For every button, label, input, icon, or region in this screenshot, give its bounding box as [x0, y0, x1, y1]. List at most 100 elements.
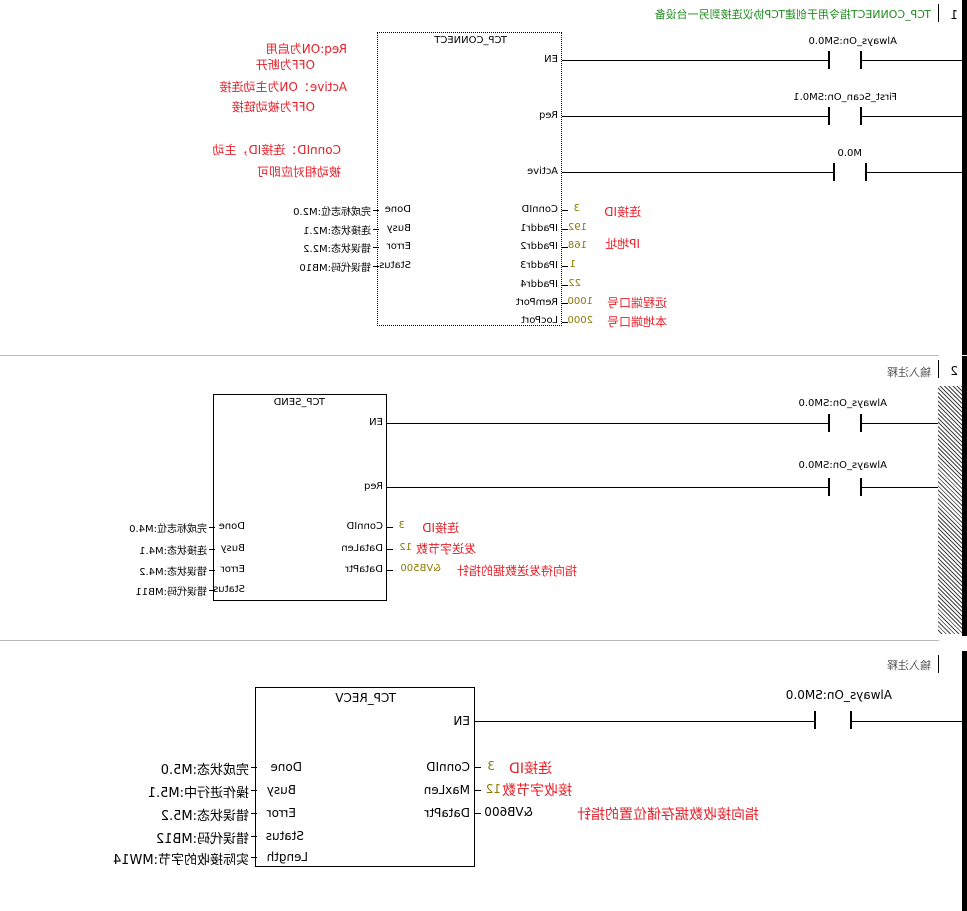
block-title: TCP_RECV	[335, 691, 396, 705]
output-value-status[interactable]: 错误代码:MB11	[135, 587, 207, 598]
pin-connid: ConnID	[521, 204, 558, 215]
pin-status: Status	[379, 260, 411, 271]
contact-label: Always_On:SM0.0	[785, 688, 892, 702]
annotation: 指向待发送数据的指针	[456, 564, 577, 578]
pin-stub	[251, 857, 257, 858]
pin-done: Done	[384, 204, 411, 215]
annotation: 连接ID	[422, 521, 459, 535]
pin-done: Done	[270, 760, 302, 774]
tcp-connect-block[interactable]: TCP_CONNECT EN Req Active ConnID IPaddr1…	[377, 32, 562, 326]
output-value-busy[interactable]: 操作进行中:M5.1	[147, 786, 249, 801]
pin-stub	[373, 247, 379, 248]
pin-dataptr: DataPtr	[345, 564, 383, 575]
pin-stub	[373, 210, 379, 211]
annotation: OFF为被动链接	[231, 100, 315, 114]
input-value-ipaddr4[interactable]: 22	[568, 278, 581, 289]
annotation: 接收字节数	[502, 783, 572, 799]
pin-status: Status	[213, 584, 245, 595]
output-value-status[interactable]: 错误代码:MB12	[155, 832, 249, 847]
output-value-done[interactable]: 完成状态:M5.0	[160, 763, 249, 778]
pin-stub	[209, 527, 215, 528]
input-value-maxlen[interactable]: 12	[485, 782, 501, 796]
contact-label: Always_On:SM0.0	[808, 36, 897, 47]
annotation: OFF为断开	[255, 58, 315, 72]
network-number-separator	[938, 4, 939, 22]
pin-done: Done	[218, 521, 245, 532]
input-value-dataptr[interactable]: &VB600	[484, 805, 533, 819]
pin-stub	[562, 210, 568, 211]
input-value-remport[interactable]: 1000	[567, 296, 593, 307]
pin-stub	[475, 767, 481, 768]
pin-status: Status	[265, 829, 304, 843]
pin-en: EN	[369, 417, 383, 428]
output-value-error[interactable]: 错误状态:M4.2	[139, 567, 207, 578]
annotation: Active：ON为主动连接	[219, 80, 347, 94]
pin-remport: RemPort	[515, 297, 558, 308]
pin-stub	[387, 549, 393, 550]
input-value-connid[interactable]: 3	[573, 203, 580, 214]
annotation: 远程端口号	[606, 296, 667, 310]
rung-wire	[862, 60, 962, 61]
pin-busy: Busy	[386, 223, 411, 234]
pin-stub	[562, 285, 568, 286]
output-value-busy[interactable]: 连接状态:M4.1	[139, 546, 207, 557]
rung-wire	[852, 721, 962, 722]
contact-no[interactable]	[833, 163, 867, 181]
contact-no[interactable]	[828, 107, 862, 125]
annotation: IP地址	[605, 237, 640, 251]
input-value-locport[interactable]: 2000	[567, 315, 593, 326]
power-rail	[962, 651, 967, 911]
contact-no[interactable]	[828, 414, 862, 432]
pin-ipaddr4: IPaddr4	[520, 279, 558, 290]
pin-ipaddr2: IPaddr2	[520, 241, 558, 252]
output-value-length[interactable]: 实际接收的字节:MW14	[113, 853, 249, 868]
input-value-connid[interactable]: 3	[487, 759, 495, 773]
power-rail	[962, 356, 967, 636]
pin-stub	[373, 229, 379, 230]
rung-wire	[862, 116, 962, 117]
output-value-error[interactable]: 错误状态:M5.2	[160, 809, 249, 824]
pin-stub	[209, 570, 215, 571]
rung-wire	[862, 423, 938, 424]
pin-datalen: DataLen	[341, 543, 383, 554]
pin-dataptr: DataPtr	[424, 806, 470, 820]
output-value-busy[interactable]: 连接状态:M2.1	[303, 226, 371, 237]
input-value-dataptr[interactable]: &VB500	[400, 563, 441, 574]
contact-label: Always_On:SM0.0	[798, 460, 887, 471]
contact-no[interactable]	[814, 711, 852, 731]
input-value-datalen[interactable]: 12	[399, 542, 412, 553]
annotation: 连接ID	[509, 761, 552, 777]
pin-stub	[251, 836, 257, 837]
input-value-ipaddr2[interactable]: 168	[567, 240, 587, 251]
annotation: 本地端口号	[606, 315, 667, 329]
contact-no[interactable]	[828, 478, 862, 496]
pin-stub	[251, 767, 257, 768]
contact-no[interactable]	[828, 51, 862, 69]
output-value-done[interactable]: 完成标志位:M4.0	[129, 524, 207, 535]
pin-stub	[387, 570, 393, 571]
annotation: 发送字节数	[415, 542, 476, 556]
input-value-connid[interactable]: 3	[398, 520, 405, 531]
pin-active: Active	[527, 166, 558, 177]
rung-wire	[867, 172, 962, 173]
network-comment[interactable]: TCP_CONNECT指令用于创建TCP协议连接到另一台设备	[654, 8, 931, 21]
pin-ipaddr3: IPaddr3	[520, 260, 558, 271]
network-comment[interactable]: 输入注释	[887, 366, 931, 379]
output-value-error[interactable]: 错误状态:M2.2	[303, 244, 371, 255]
output-value-status[interactable]: 错误代码:MB10	[299, 263, 371, 274]
pin-en: EN	[544, 54, 558, 65]
pin-stub	[562, 266, 568, 267]
hatched-border	[938, 386, 962, 634]
tcp-send-block[interactable]: TCP_SEND EN Req ConnID DataLen DataPtr D…	[213, 394, 387, 601]
pin-en: EN	[453, 714, 470, 728]
network-number: 1	[950, 8, 958, 22]
input-value-ipaddr3[interactable]: 1	[569, 259, 576, 270]
output-value-done[interactable]: 完成标志位:M2.0	[293, 207, 371, 218]
pin-stub	[387, 527, 393, 528]
network-comment[interactable]: 输入注释	[887, 659, 931, 672]
tcp-recv-block[interactable]: TCP_RECV EN ConnID MaxLen DataPtr Done B…	[255, 687, 475, 867]
pin-stub	[209, 590, 215, 591]
pin-locport: LocPort	[521, 315, 558, 326]
input-value-ipaddr1[interactable]: 192	[567, 222, 587, 233]
